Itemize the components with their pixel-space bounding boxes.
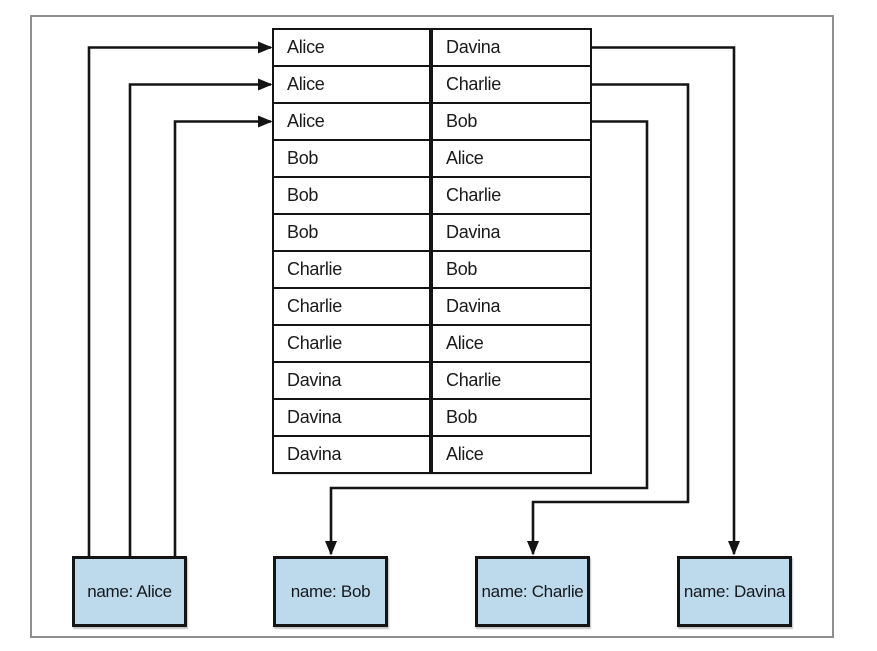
join-table-cell-right: Davina <box>431 28 592 67</box>
edge-node-alice-to-row-3 <box>173 115 273 558</box>
edge-row-2-to-node-charlie <box>527 83 690 556</box>
join-table-cell-right: Bob <box>431 398 592 437</box>
edge-row-1-to-node-davina <box>592 46 740 556</box>
node-box-charlie: name: Charlie <box>475 556 590 627</box>
node-box-alice: name: Alice <box>72 556 187 627</box>
join-table-cell-left: Alice <box>272 102 431 141</box>
edge-node-alice-to-row-2 <box>128 78 273 558</box>
edge-row-3-to-node-bob <box>325 120 649 556</box>
join-table-cell-right: Davina <box>431 287 592 326</box>
join-table-cell-left: Bob <box>272 213 431 252</box>
node-box-bob: name: Bob <box>273 556 388 627</box>
join-table-cell-left: Davina <box>272 361 431 400</box>
join-table-cell-right: Alice <box>431 324 592 363</box>
join-table-cell-right: Alice <box>431 139 592 178</box>
join-table-cell-right: Bob <box>431 102 592 141</box>
join-table-cell-left: Charlie <box>272 250 431 289</box>
join-table-cell-left: Charlie <box>272 287 431 326</box>
join-table-cell-left: Davina <box>272 435 431 474</box>
join-table-cell-right: Davina <box>431 213 592 252</box>
edge-node-alice-to-row-1 <box>87 41 273 558</box>
join-table-cell-left: Alice <box>272 28 431 67</box>
node-box-davina: name: Davina <box>677 556 792 627</box>
join-table-cell-left: Bob <box>272 176 431 215</box>
join-table-cell-right: Bob <box>431 250 592 289</box>
join-table-cell-left: Bob <box>272 139 431 178</box>
join-table-cell-right: Alice <box>431 435 592 474</box>
join-table-cell-left: Alice <box>272 65 431 104</box>
join-table-cell-left: Charlie <box>272 324 431 363</box>
join-table-cell-left: Davina <box>272 398 431 437</box>
join-table-cell-right: Charlie <box>431 65 592 104</box>
join-table-cell-right: Charlie <box>431 176 592 215</box>
join-table-cell-right: Charlie <box>431 361 592 400</box>
